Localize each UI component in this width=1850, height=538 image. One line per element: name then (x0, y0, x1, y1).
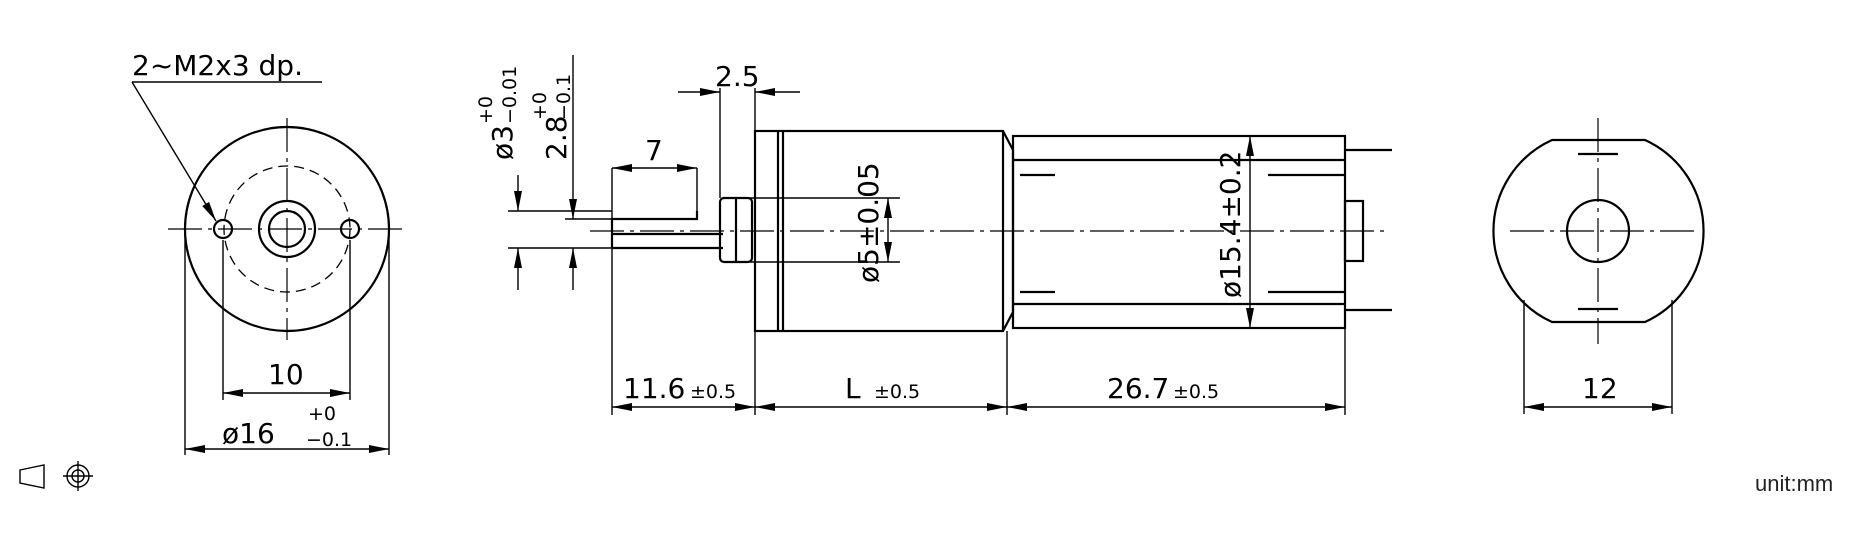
dia5-label: ø5±0.05 (852, 162, 885, 283)
dia16-label: ø16 (222, 417, 275, 450)
pitch-label: 10 (268, 358, 304, 391)
dia3-tol-upper: +0 (475, 96, 497, 124)
shaft-ext-tol: ±0.5 (690, 381, 736, 403)
flat-label-group: 2.8 +0 −0.1 (529, 74, 575, 160)
flat-label: 2.8 (540, 115, 573, 160)
dia154-label-group: ø15.4±0.2 (1214, 151, 1247, 298)
side-view (508, 55, 1392, 415)
dia3-tol-lower: −0.01 (499, 66, 521, 124)
dia154-label: ø15.4±0.2 (1214, 151, 1247, 298)
motor-len-tol: ±0.5 (1173, 381, 1219, 403)
rear-width-label: 12 (1582, 372, 1618, 405)
dia3-label-group: ø3 +0 −0.01 (475, 66, 521, 160)
gear-len-label: L (845, 372, 861, 405)
gear-len-tol: ±0.5 (874, 381, 920, 403)
dia5-label-group: ø5±0.05 (852, 162, 885, 283)
flat-tol-upper: +0 (529, 92, 551, 120)
dia16-tol-upper: +0 (308, 403, 336, 425)
projection-cone (19, 464, 45, 489)
front-view (131, 81, 403, 455)
dim7-label: 7 (645, 134, 663, 167)
dia16-tol-lower: −0.1 (306, 429, 352, 451)
flat-tol-lower: −0.1 (553, 74, 575, 120)
motor-len-label: 26.7 (1107, 372, 1169, 405)
dim25-label: 2.5 (715, 60, 760, 93)
rear-view (1492, 118, 1705, 414)
dia3-label: ø3 (486, 125, 519, 160)
hole-note-leader (131, 81, 217, 222)
unit-label: unit:mm (1755, 471, 1833, 496)
hole-note-label: 2~M2x3 dp. (132, 49, 303, 82)
rear-outline (1492, 138, 1705, 324)
motor-body (1011, 134, 1347, 330)
shaft-ext-label: 11.6 (623, 372, 685, 405)
third-angle-projection-icon (19, 461, 93, 491)
